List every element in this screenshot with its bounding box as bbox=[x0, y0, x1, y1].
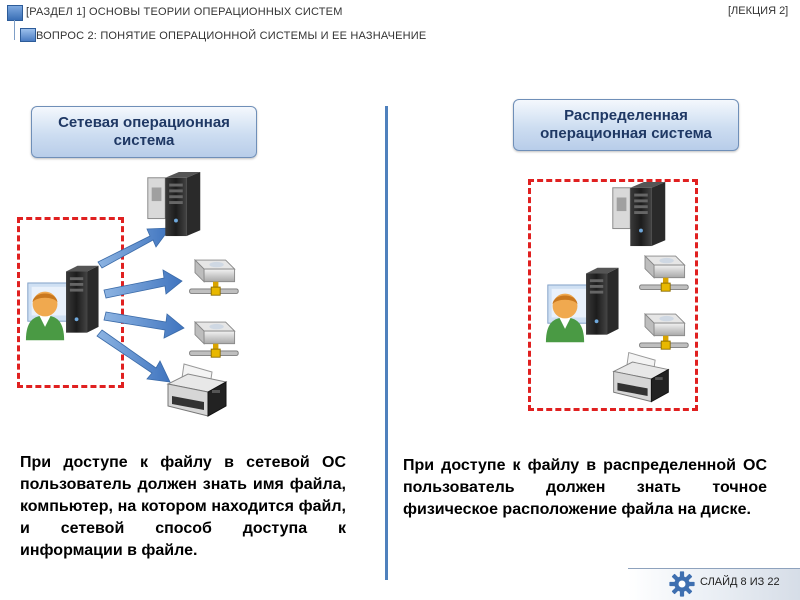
server-icon bbox=[144, 170, 206, 238]
network-os-title: Сетевая операционная система bbox=[58, 114, 230, 149]
network-os-title-box: Сетевая операционная система bbox=[31, 106, 257, 158]
question-icon bbox=[20, 28, 36, 42]
network-drive-icon bbox=[186, 318, 240, 364]
distributed-os-description: При доступе к файлу в распределенной ОС … bbox=[403, 457, 767, 518]
printer-icon bbox=[162, 362, 232, 422]
server-icon bbox=[610, 180, 670, 248]
arrow-icon bbox=[97, 227, 171, 269]
header-connector bbox=[14, 20, 15, 40]
network-drive-icon bbox=[636, 252, 690, 298]
distributed-os-title-box: Распределенная операционная система bbox=[513, 99, 739, 151]
gear-icon bbox=[668, 570, 696, 598]
arrow-icon bbox=[96, 329, 171, 383]
question-heading: ВОПРОС 2: ПОНЯТИЕ ОПЕРАЦИОННОЙ СИСТЕМЫ И… bbox=[36, 30, 427, 42]
footer-bar bbox=[628, 569, 800, 600]
lecture-label: [ЛЕКЦИЯ 2] bbox=[728, 5, 789, 17]
arrow-icon bbox=[103, 269, 183, 299]
section-icon bbox=[7, 5, 23, 21]
distributed-os-title: Распределенная операционная система bbox=[540, 107, 712, 142]
workstation-icon bbox=[544, 266, 630, 346]
printer-icon bbox=[608, 350, 674, 408]
column-divider bbox=[385, 106, 388, 580]
section-heading: [РАЗДЕЛ 1] ОСНОВЫ ТЕОРИИ ОПЕРАЦИОННЫХ СИ… bbox=[26, 6, 343, 18]
network-drive-icon bbox=[186, 256, 240, 302]
user-frame bbox=[17, 217, 124, 388]
slide-counter: СЛАЙД 8 ИЗ 22 bbox=[700, 576, 780, 588]
network-os-description: При доступе к файлу в сетевой ОС пользов… bbox=[20, 454, 346, 559]
arrow-icon bbox=[103, 311, 185, 339]
workstation-icon bbox=[24, 264, 110, 344]
footer-line bbox=[628, 568, 800, 569]
distributed-system-frame bbox=[528, 179, 698, 411]
